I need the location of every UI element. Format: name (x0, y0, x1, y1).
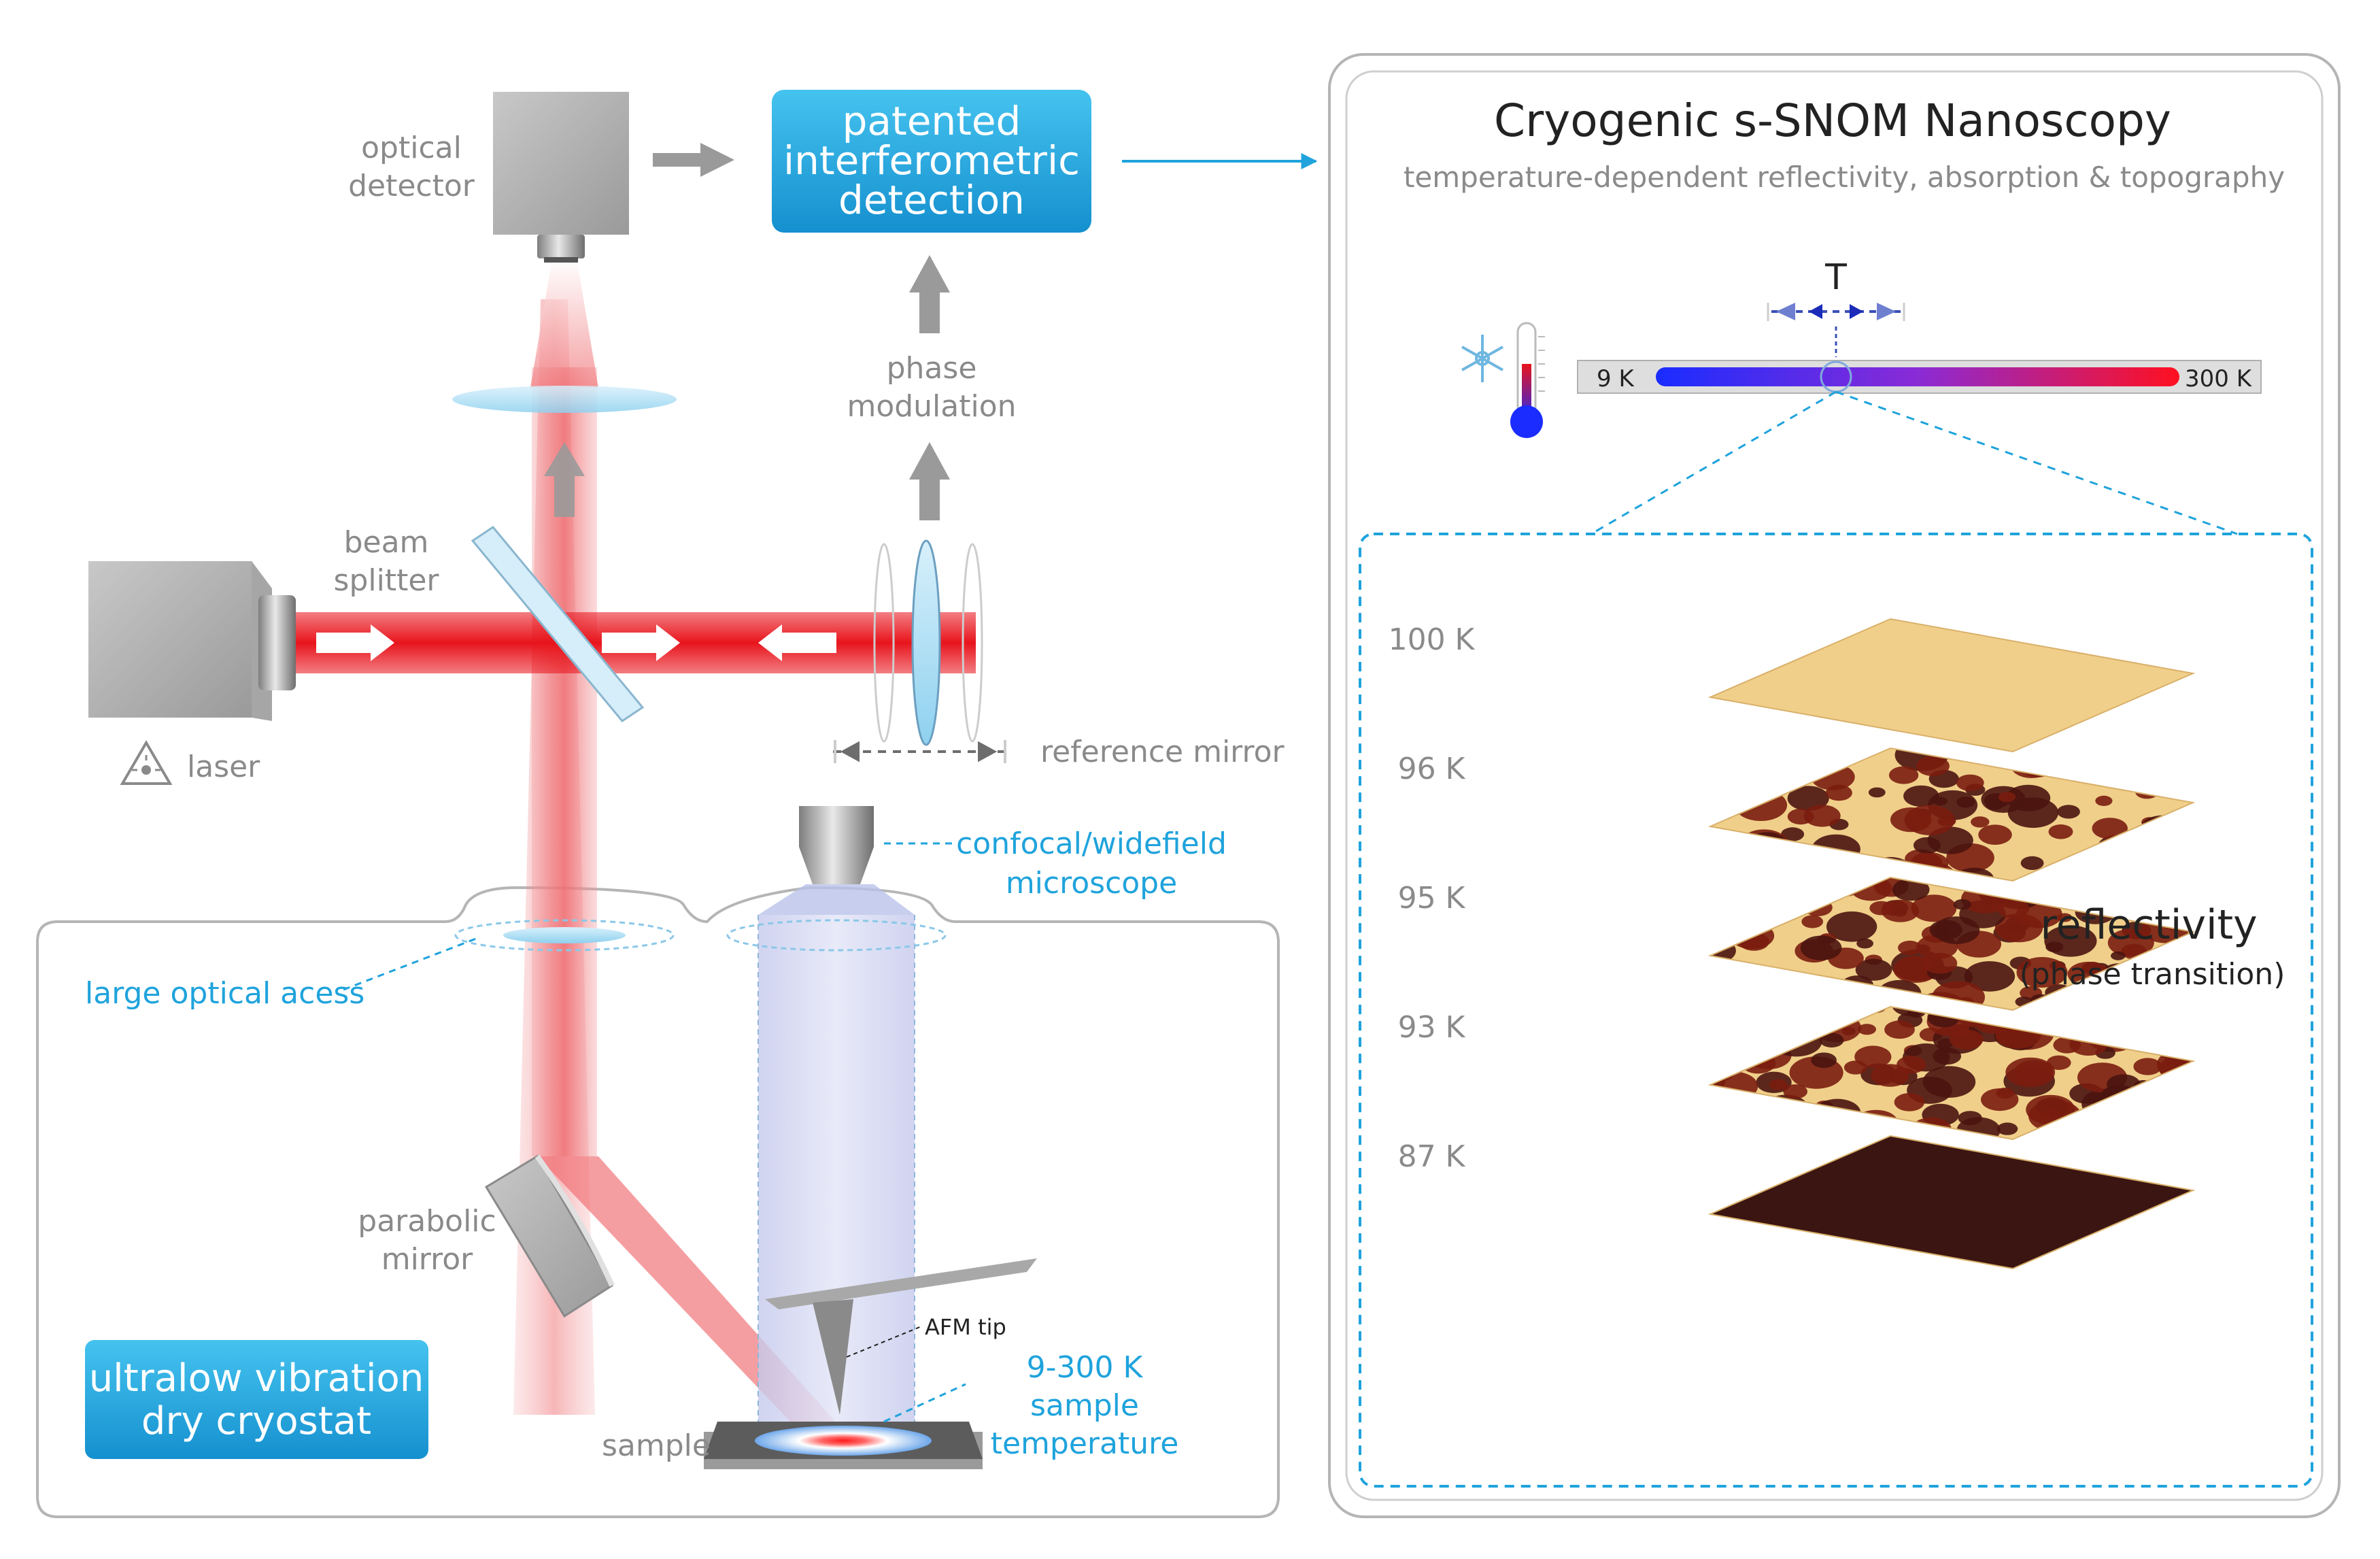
right-panel-outer (1328, 53, 2341, 1518)
layer-edge (1707, 1135, 2196, 1270)
cryostat-line-2: dry cryostat (141, 1399, 371, 1443)
temperature-layer: 100 K (1389, 618, 2196, 753)
temperature-symbol: T (1824, 257, 1847, 298)
panel-subtitle: temperature-dependent reflectivity, abso… (1404, 161, 2285, 194)
temperature-arrows (1767, 303, 1905, 357)
parabolic-mirror-label-2: mirror (381, 1242, 473, 1277)
parabolic-mirror-label-1: parabolic (358, 1204, 496, 1239)
optical-detector-box (493, 92, 629, 235)
thermometer-icon (1510, 322, 1545, 438)
phase-label-1: phase (887, 351, 977, 386)
layer-edge (1707, 1005, 2196, 1141)
sample-spot (755, 1426, 932, 1456)
panel-title: Cryogenic s-SNOM Nanoscopy (1494, 95, 2171, 147)
afm-tip-leader (846, 1326, 922, 1358)
afm-tip-label: AFM tip (925, 1314, 1006, 1340)
patented-line-2: interferometric (783, 137, 1080, 184)
optical-access-label: large optical acess (85, 976, 364, 1011)
zoom-line-left (1591, 390, 1837, 535)
temperature-layer: 87 K (1398, 1135, 2196, 1270)
layer-temperature-label: 95 K (1398, 881, 1466, 916)
temp-scale-max: 300 K (2185, 365, 2253, 392)
beam-direction-arrows (316, 624, 836, 661)
patented-line-3: detection (838, 177, 1025, 223)
layer-edge (1707, 618, 2196, 753)
microscope-label-2: microscope (1006, 866, 1177, 901)
layer-edge (1707, 876, 2196, 1011)
optical-detector-label-1: optical (361, 131, 462, 165)
laser-label: laser (187, 750, 260, 784)
phase-up-arrow-bottom (909, 442, 950, 520)
layer-surface (1710, 619, 2193, 752)
layer-domains (1710, 1007, 2193, 1139)
zoom-line-right (1835, 390, 2238, 535)
sample-temp-leader (883, 1383, 966, 1423)
laser-nozzle (258, 595, 296, 690)
optical-access-window-lens (503, 927, 626, 943)
sample-label: sample (602, 1428, 711, 1463)
layer-temperature-label: 100 K (1389, 622, 1476, 657)
microscope-objective (799, 806, 874, 884)
optical-detector-label-2: detector (348, 169, 475, 203)
reference-mirror-label: reference mirror (1040, 735, 1285, 769)
beam-splitter-plate (471, 526, 645, 722)
detector-aperture (537, 235, 585, 258)
cryostat-label-box (85, 1340, 428, 1459)
reference-mirror-move-arrow (833, 740, 1006, 763)
phase-label-2: modulation (847, 389, 1016, 424)
laser-body (88, 561, 252, 718)
temp-scale-gradient (1656, 367, 2179, 386)
temperature-layer: 93 K (1398, 1005, 2196, 1141)
phase-up-arrow-top (909, 255, 950, 333)
temp-scale-min: 9 K (1597, 365, 1635, 392)
sample-temp-label-2: sample (1030, 1388, 1139, 1423)
reflectivity-label: reflectivity (2040, 901, 2257, 949)
layer-surface (1710, 1136, 2193, 1269)
temperature-layer: 96 K (1398, 747, 2196, 882)
beam-up-arrow (544, 442, 585, 517)
detector-cone (530, 258, 598, 388)
sample-temp-label-1: 9-300 K (1027, 1350, 1144, 1385)
objective-cone (758, 884, 915, 915)
layer-edge (1707, 747, 2196, 882)
microscope-label-1: confocal/widefield (956, 826, 1227, 861)
layer-temperature-label: 93 K (1398, 1010, 1466, 1045)
phase-transition-label: (phase transition) (2020, 957, 2285, 992)
afm-tip-shape (813, 1299, 853, 1415)
sample-temp-label-3: temperature (991, 1426, 1179, 1461)
layer-temperature-label: 87 K (1398, 1139, 1466, 1174)
patented-interferometric-box (772, 90, 1091, 233)
optical-access-window (454, 919, 675, 952)
detector-to-box-arrow (653, 143, 734, 177)
reference-mirror (873, 539, 983, 746)
right-panel-inner (1345, 70, 2324, 1501)
beam-splitter-label-1: beam (344, 525, 429, 560)
focusing-lens (452, 386, 677, 413)
layer-temperature-label: 96 K (1398, 752, 1466, 786)
laser-warning-icon (120, 740, 173, 785)
detector-aperture-lip (544, 257, 578, 263)
parabolic-mirror-face (534, 1154, 615, 1287)
beam-splitter-label-2: splitter (334, 563, 440, 598)
patented-line-1: patented (843, 98, 1021, 144)
layers-frame (1359, 533, 2313, 1488)
snowflake-icon (1461, 335, 1503, 382)
afm-cantilever (765, 1258, 1037, 1309)
microscope-access-window (726, 919, 947, 952)
cryostat-line-1: ultralow vibration (89, 1356, 424, 1401)
